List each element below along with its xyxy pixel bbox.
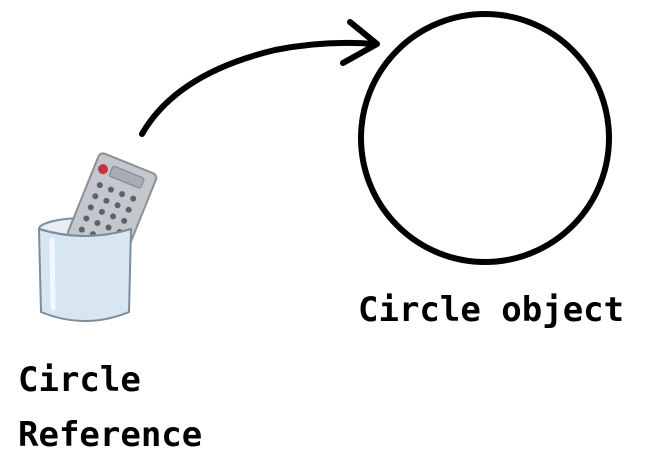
circle-reference-label-line-1: Circle bbox=[18, 360, 141, 400]
reference-cup-with-remote bbox=[37, 152, 158, 322]
cup-rim-front bbox=[38, 228, 132, 237]
remote-control-icon bbox=[67, 152, 158, 259]
circle-object-icon bbox=[358, 11, 612, 265]
cup-highlight bbox=[49, 237, 56, 311]
circle-reference-label-line-2: Reference bbox=[18, 415, 203, 455]
remote-red-button bbox=[98, 164, 109, 175]
curved-arrow-icon bbox=[139, 19, 380, 137]
circle-object-label: Circle object bbox=[358, 290, 625, 330]
